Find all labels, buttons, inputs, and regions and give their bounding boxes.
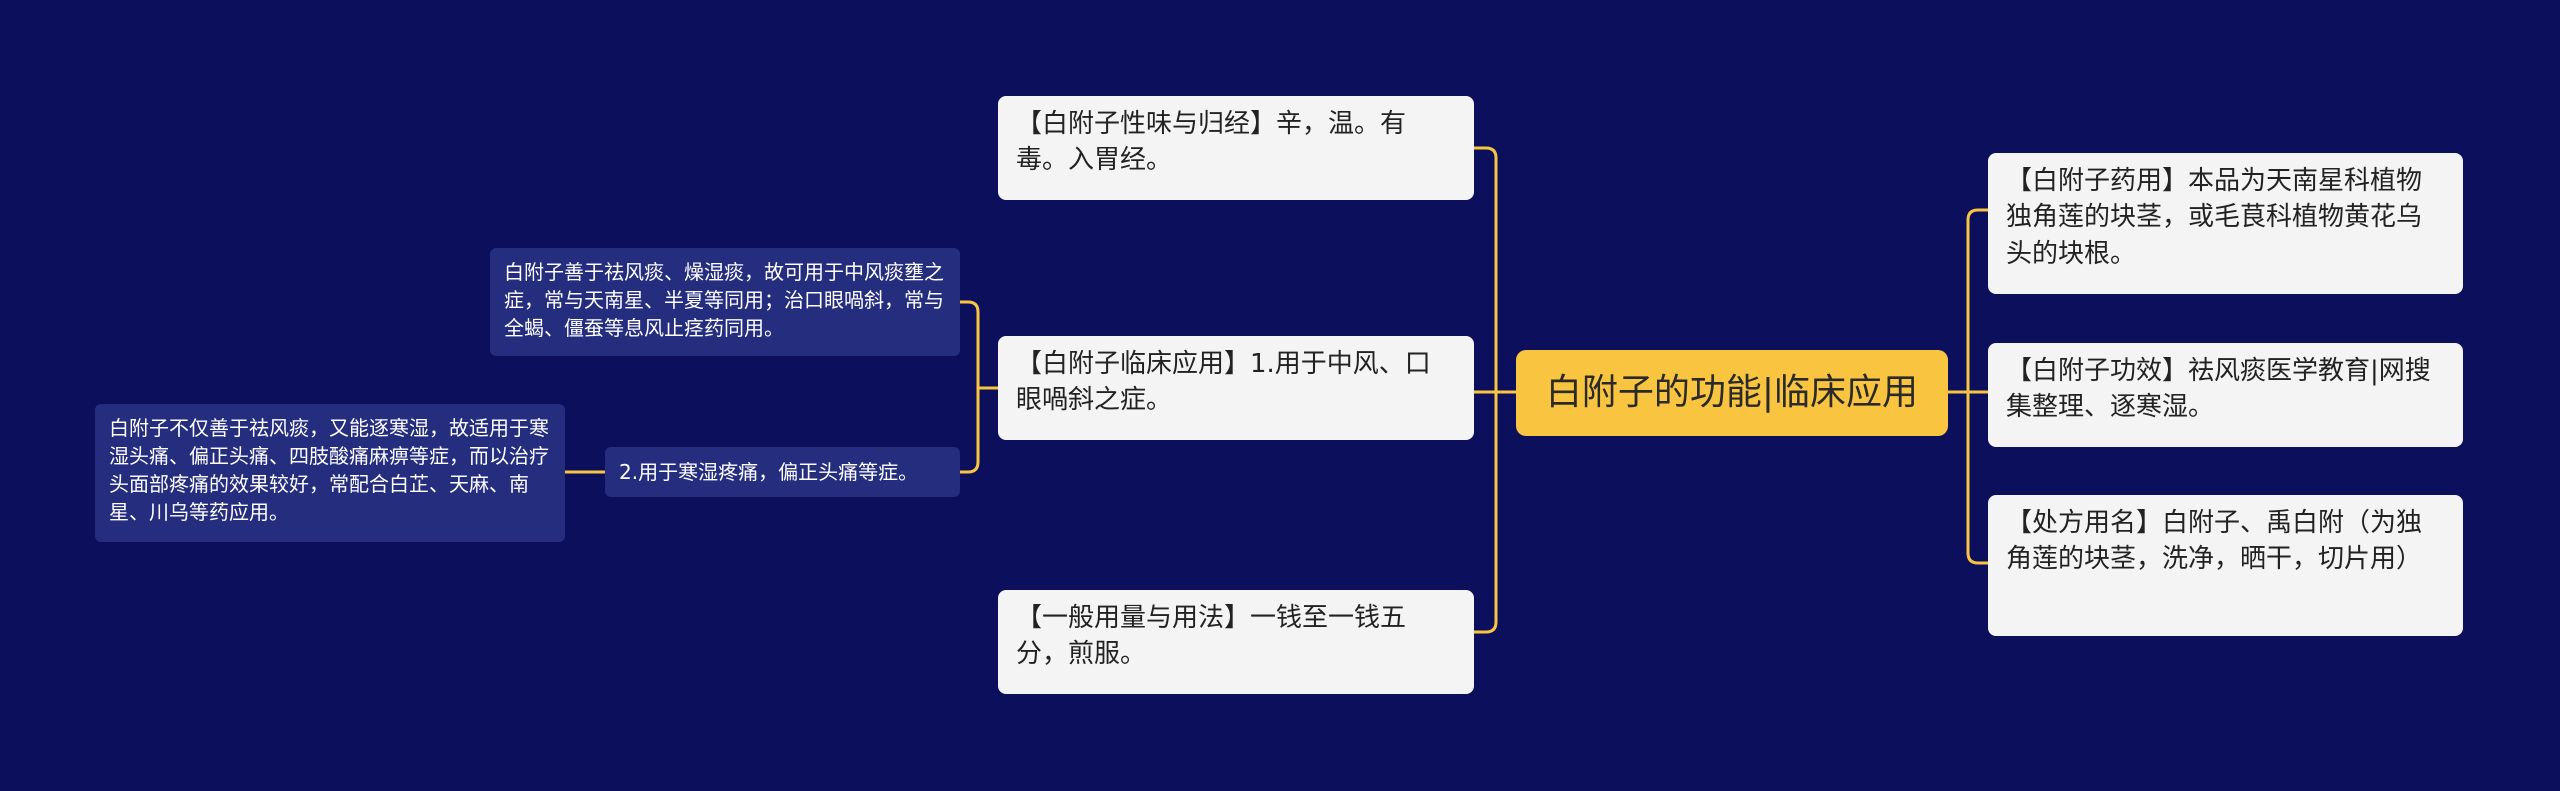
branch-nature-meridian[interactable]: 【白附子性味与归经】辛，温。有毒。入胃经。 xyxy=(998,96,1474,200)
branch-clinical-application[interactable]: 【白附子临床应用】1.用于中风、口眼喎斜之症。 xyxy=(998,336,1474,440)
leaf-wind-phlegm[interactable]: 白附子善于祛风痰、燥湿痰，故可用于中风痰壅之症，常与天南星、半夏等同用；治口眼喎… xyxy=(490,248,960,356)
root-node[interactable]: 白附子的功能|临床应用 xyxy=(1516,350,1948,436)
connector-clinical-children xyxy=(958,300,1000,474)
branch-prescription-name-text: 【处方用名】白附子、禹白附（为独角莲的块茎，洗净，晒干，切片用） xyxy=(2006,508,2423,575)
root-label: 白附子的功能|临床应用 xyxy=(1545,371,1919,413)
branch-medicinal-source[interactable]: 【白附子药用】本品为天南星科植物独角莲的块茎，或毛茛科植物黄花乌头的块根。 xyxy=(1988,153,2463,294)
leaf-cold-damp-detail-text: 白附子不仅善于祛风痰，又能逐寒湿，故适用于寒湿头痛、偏正头痛、四肢酸痛麻痹等症，… xyxy=(109,416,549,524)
connector-root-right xyxy=(1946,208,1990,565)
branch-efficacy-text: 【白附子功效】祛风痰医学教育|网搜集整理、逐寒湿。 xyxy=(2006,356,2431,423)
leaf-cold-damp-detail[interactable]: 白附子不仅善于祛风痰，又能逐寒湿，故适用于寒湿头痛、偏正头痛、四肢酸痛麻痹等症，… xyxy=(95,404,565,542)
branch-efficacy[interactable]: 【白附子功效】祛风痰医学教育|网搜集整理、逐寒湿。 xyxy=(1988,343,2463,447)
branch-medicinal-source-text: 【白附子药用】本品为天南星科植物独角莲的块茎，或毛茛科植物黄花乌头的块根。 xyxy=(2006,166,2423,269)
leaf-wind-phlegm-text: 白附子善于祛风痰、燥湿痰，故可用于中风痰壅之症，常与天南星、半夏等同用；治口眼喎… xyxy=(504,260,944,340)
branch-dosage-usage-text: 【一般用量与用法】一钱至一钱五分，煎服。 xyxy=(1016,603,1407,670)
branch-prescription-name[interactable]: 【处方用名】白附子、禹白附（为独角莲的块茎，洗净，晒干，切片用） xyxy=(1988,495,2463,636)
leaf-cold-damp-pain[interactable]: 2.用于寒湿疼痛，偏正头痛等症。 xyxy=(605,447,960,497)
leaf-cold-damp-pain-text: 2.用于寒湿疼痛，偏正头痛等症。 xyxy=(619,460,919,484)
branch-dosage-usage[interactable]: 【一般用量与用法】一钱至一钱五分，煎服。 xyxy=(998,590,1474,694)
connector-root-left xyxy=(1472,146,1518,634)
branch-nature-meridian-text: 【白附子性味与归经】辛，温。有毒。入胃经。 xyxy=(1016,109,1407,176)
branch-clinical-application-text: 【白附子临床应用】1.用于中风、口眼喎斜之症。 xyxy=(1016,349,1431,416)
